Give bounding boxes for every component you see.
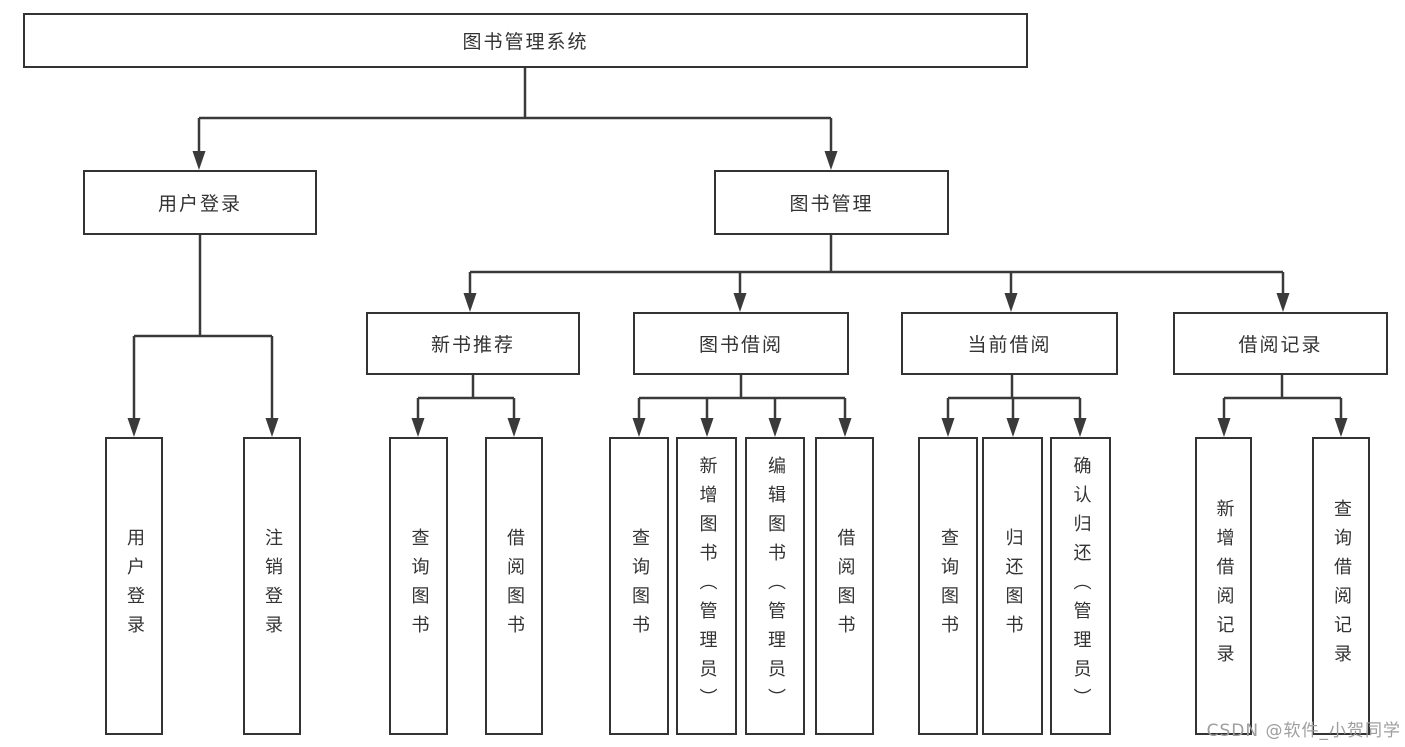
node-leaf-add-book-admin: 新增图书（管理员） xyxy=(676,437,737,735)
node-book-borrow: 图书借阅 xyxy=(633,312,849,375)
node-leaf-confirm-return-admin-label: 确认归还（管理员） xyxy=(1070,455,1092,717)
node-leaf-return-books: 归还图书 xyxy=(982,437,1043,735)
node-leaf-query-borrow-record-label: 查询借阅记录 xyxy=(1331,499,1352,673)
arrowhead-icon xyxy=(700,418,714,437)
arrowhead-icon xyxy=(1276,293,1290,312)
node-root-system: 图书管理系统 xyxy=(23,13,1028,68)
node-borrow-records: 借阅记录 xyxy=(1173,312,1388,375)
connector-user-login-to-leaves xyxy=(127,235,279,437)
node-leaf-query-books-borrow-label: 查询图书 xyxy=(629,528,650,644)
node-leaf-add-book-admin-label: 新增图书（管理员） xyxy=(696,455,718,717)
node-leaf-borrow-books: 借阅图书 xyxy=(815,437,874,735)
node-new-book-recommend-label: 新书推荐 xyxy=(430,334,515,356)
node-book-management: 图书管理 xyxy=(714,170,949,235)
arrowhead-icon xyxy=(941,418,955,437)
node-leaf-logout: 注销登录 xyxy=(243,437,301,735)
node-new-book-recommend: 新书推荐 xyxy=(366,312,580,375)
csdn-watermark: CSDN @软件_小贺同学 xyxy=(1206,721,1401,741)
arrowhead-icon xyxy=(768,418,782,437)
node-leaf-user-login-label: 用户登录 xyxy=(124,528,145,644)
node-leaf-query-books-recommend: 查询图书 xyxy=(389,437,448,735)
node-leaf-add-borrow-record: 新增借阅记录 xyxy=(1195,437,1252,735)
node-leaf-add-borrow-record-label: 新增借阅记录 xyxy=(1213,499,1235,673)
node-leaf-return-books-label: 归还图书 xyxy=(1002,528,1024,644)
arrowhead-icon xyxy=(1004,293,1018,312)
arrowhead-icon xyxy=(127,418,141,437)
node-current-borrow-label: 当前借阅 xyxy=(967,334,1052,356)
arrowhead-icon xyxy=(411,418,425,437)
arrowhead-icon xyxy=(824,151,838,170)
arrowhead-icon xyxy=(1006,418,1020,437)
connector-new-book-to-leaves xyxy=(411,375,521,437)
node-leaf-query-books-current: 查询图书 xyxy=(918,437,978,735)
arrowhead-icon xyxy=(265,418,279,437)
arrowhead-icon xyxy=(632,418,646,437)
node-leaf-confirm-return-admin: 确认归还（管理员） xyxy=(1050,437,1111,735)
arrowhead-icon xyxy=(507,418,521,437)
connector-borrow-records-to-leaves xyxy=(1217,375,1348,437)
node-current-borrow: 当前借阅 xyxy=(901,312,1118,375)
arrowhead-icon xyxy=(733,293,747,312)
connector-root-to-level2 xyxy=(192,68,838,170)
node-leaf-query-books-current-label: 查询图书 xyxy=(938,528,959,644)
node-leaf-query-books-borrow: 查询图书 xyxy=(609,437,669,735)
node-leaf-borrow-books-recommend-label: 借阅图书 xyxy=(504,528,525,644)
node-user-login: 用户登录 xyxy=(83,170,317,235)
node-user-login-label: 用户登录 xyxy=(157,193,242,215)
node-leaf-edit-book-admin: 编辑图书（管理员） xyxy=(745,437,805,735)
node-leaf-query-books-recommend-label: 查询图书 xyxy=(408,528,430,644)
arrowhead-icon xyxy=(1334,418,1348,437)
node-leaf-logout-label: 注销登录 xyxy=(262,528,283,644)
arrowhead-icon xyxy=(1217,418,1231,437)
arrowhead-icon xyxy=(463,293,477,312)
arrowhead-icon xyxy=(192,151,206,170)
node-leaf-borrow-books-label: 借阅图书 xyxy=(834,528,856,644)
node-borrow-records-label: 借阅记录 xyxy=(1238,334,1323,356)
arrowhead-icon xyxy=(1073,418,1087,437)
node-leaf-query-borrow-record: 查询借阅记录 xyxy=(1312,437,1370,735)
connector-book-mgmt-to-level3 xyxy=(463,235,1290,312)
node-root-label: 图书管理系统 xyxy=(462,31,589,53)
node-leaf-edit-book-admin-label: 编辑图书（管理员） xyxy=(765,455,786,717)
node-book-borrow-label: 图书借阅 xyxy=(698,334,783,356)
connector-current-borrow-to-leaves xyxy=(941,375,1087,437)
node-book-management-label: 图书管理 xyxy=(789,193,874,215)
arrowhead-icon xyxy=(838,418,852,437)
connector-book-borrow-to-leaves xyxy=(632,375,852,437)
node-leaf-borrow-books-recommend: 借阅图书 xyxy=(485,437,543,735)
node-leaf-user-login: 用户登录 xyxy=(105,437,163,735)
